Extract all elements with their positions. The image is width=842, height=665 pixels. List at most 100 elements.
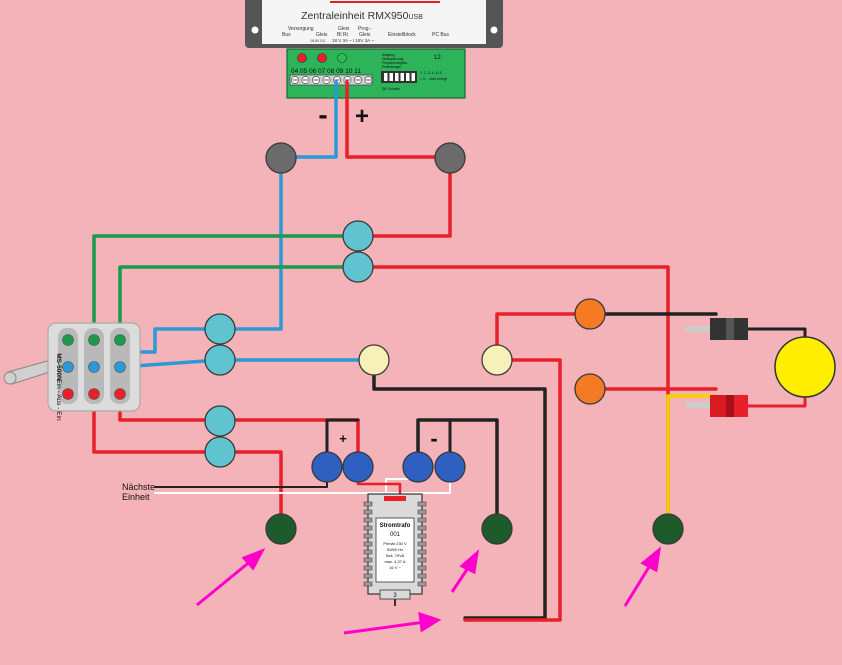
mounting-hole-left <box>251 26 259 34</box>
transformer-terminal <box>384 496 406 501</box>
dip-switch[interactable] <box>406 73 410 81</box>
transformer: Stromtrafo 001 Primär 230 V 50/60 Hz Sek… <box>363 493 427 606</box>
arrow-2-head <box>459 549 480 575</box>
transformer-rib <box>417 541 427 547</box>
connector-teal-2[interactable] <box>342 251 374 283</box>
connector-teal-3[interactable] <box>204 313 236 345</box>
board-info-1: Ausgang <box>382 53 395 57</box>
switch-pin-green[interactable] <box>88 334 100 346</box>
switch-pin-green[interactable] <box>114 334 126 346</box>
block-plus-label: + <box>339 431 347 446</box>
plug-black-pin <box>686 326 712 332</box>
transformer-rib <box>363 509 373 515</box>
wire-blue-main <box>279 80 338 159</box>
wire-red-to-track-1 <box>218 450 283 531</box>
connector-teal-5[interactable] <box>204 405 236 437</box>
transformer-rib <box>417 501 427 507</box>
label-spec-small: 16-8V DC <box>310 39 326 43</box>
connector-blue-4[interactable] <box>434 451 466 483</box>
central-unit-title: Zentraleinheit RMX950 <box>301 10 409 22</box>
transformer-spec-5: 16 V ~ <box>389 565 401 570</box>
connector-blue-2[interactable] <box>342 451 374 483</box>
transformer-title: Stromtrafo <box>380 523 411 529</box>
connector-blue-1[interactable] <box>311 451 343 483</box>
dip-switch-caption: DIP-Schalter <box>382 87 401 91</box>
label-gleis-3: Gleis <box>359 32 371 38</box>
switch-lever-tip <box>3 371 17 385</box>
switch-pin-blue[interactable] <box>88 361 100 373</box>
transformer-rib <box>363 517 373 523</box>
next-unit-label-1: Nächste <box>122 482 155 492</box>
transformer-label-plate <box>375 517 415 583</box>
arrow-4-shaft <box>623 561 654 607</box>
connector-grey-right[interactable] <box>434 142 466 174</box>
label-gleis-2: Gleis <box>316 32 328 38</box>
plug-black-body <box>710 318 726 340</box>
terminal-board: 04 05 06 07 08 09 10 11 12 Ausgang Gleis… <box>286 48 466 99</box>
central-unit-face <box>262 0 486 44</box>
polarity-plus: + <box>355 103 369 130</box>
plug-black-ring <box>726 318 734 340</box>
switch-pin-blue[interactable] <box>62 361 74 373</box>
connector-orange-top[interactable] <box>574 298 606 330</box>
dip-switch[interactable] <box>395 73 399 81</box>
arrow-4-head <box>640 546 662 573</box>
plug-red[interactable] <box>686 395 748 417</box>
connector-teal-6[interactable] <box>204 436 236 468</box>
transformer-spec-3: Sek. 70VA <box>386 553 405 558</box>
switch-pin-red[interactable] <box>114 388 126 400</box>
transformer-rib <box>363 533 373 539</box>
connector-track-green-1[interactable] <box>265 513 297 545</box>
transformer-ribs <box>363 501 427 587</box>
dip-switch[interactable] <box>389 73 394 81</box>
led-red-2 <box>317 53 327 63</box>
wire-red-drop <box>356 156 452 238</box>
plug-black[interactable] <box>686 318 748 340</box>
arrow-3-head <box>418 611 442 633</box>
mounting-hole-right <box>490 26 498 34</box>
wire-green-2 <box>118 265 360 342</box>
toggle-switch[interactable]: MS-500N Ein - Aus - Ein <box>3 322 141 421</box>
wire-red-switch-1 <box>92 392 222 454</box>
connector-grey-left[interactable] <box>265 142 297 174</box>
board-info-3: Programmiergleis <box>382 61 407 65</box>
switch-model: MS-500N <box>55 353 62 381</box>
connector-track-green-3[interactable] <box>652 513 684 545</box>
wire-black-long <box>372 358 547 620</box>
connector-orange-bottom[interactable] <box>574 373 606 405</box>
plug-red-pin <box>686 402 712 408</box>
connector-cream-left[interactable] <box>358 344 390 376</box>
connectors <box>204 142 684 545</box>
connector-teal-1[interactable] <box>342 220 374 252</box>
connector-cream-right[interactable] <box>481 344 513 376</box>
connector-blue-3[interactable] <box>402 451 434 483</box>
transformer-rib <box>363 541 373 547</box>
transformer-rib <box>417 557 427 563</box>
transformer-spec-4: max. 4,37 A <box>384 559 405 564</box>
pointer-arrows <box>196 546 662 635</box>
transformer-number: 001 <box>390 532 401 538</box>
switch-pin-green[interactable] <box>62 334 74 346</box>
switch-modes: Ein - Aus - Ein <box>55 379 62 421</box>
switch-pin-blue[interactable] <box>114 361 126 373</box>
switch-pin-red[interactable] <box>62 388 74 400</box>
dip-switch[interactable] <box>400 73 405 81</box>
led-red-1 <box>297 53 307 63</box>
transformer-rib <box>417 509 427 515</box>
transformer-rib <box>363 525 373 531</box>
connector-track-green-2[interactable] <box>481 513 513 545</box>
label-bl-rt: Bl Rt <box>337 32 348 38</box>
terminal-screws <box>291 76 373 84</box>
connector-teal-4[interactable] <box>204 344 236 376</box>
switch-pin-red[interactable] <box>88 388 100 400</box>
label-pc-bus: PC Bus <box>432 32 449 38</box>
dip-switch[interactable] <box>411 73 416 81</box>
dip-switch[interactable] <box>384 73 388 81</box>
dip-switches <box>384 73 415 81</box>
wire-red-main <box>345 80 452 159</box>
transformer-rib <box>363 565 373 571</box>
transformer-spec-2: 50/60 Hz <box>387 547 403 552</box>
label-einstellblock: Einstellblock <box>388 32 416 38</box>
terminal-numbers: 04 05 06 07 08 09 10 11 <box>291 68 361 75</box>
